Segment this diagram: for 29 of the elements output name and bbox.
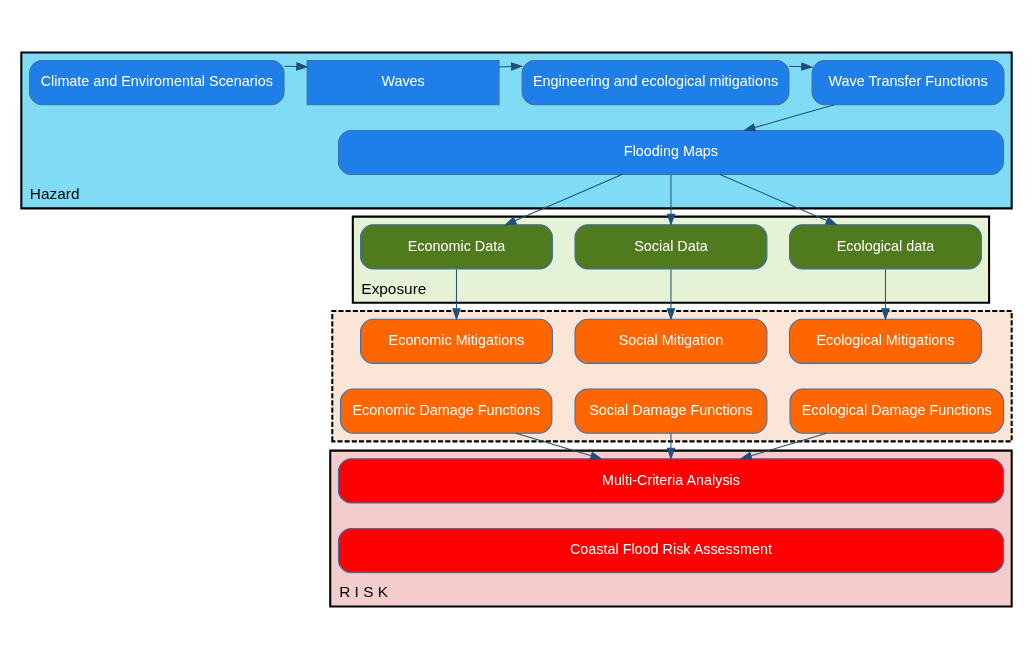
arrow bbox=[666, 432, 675, 461]
node-box: Coastal Flood Risk Assessment bbox=[337, 528, 1004, 574]
node-box: Waves bbox=[306, 60, 500, 106]
arrow bbox=[742, 104, 835, 132]
node-box: Ecological Mitigations bbox=[788, 318, 982, 364]
arrow bbox=[666, 174, 675, 227]
arrow bbox=[788, 62, 813, 71]
node-box: Ecological data bbox=[788, 224, 982, 270]
node-box: Social Mitigation bbox=[574, 318, 767, 364]
node-box: Flooding Maps bbox=[337, 129, 1004, 176]
arrow bbox=[451, 268, 461, 321]
arrow bbox=[666, 268, 675, 321]
node-box: Multi-Criteria Analysis bbox=[337, 458, 1004, 504]
arrow bbox=[718, 174, 838, 226]
arrow bbox=[503, 174, 623, 226]
node-box: Social Data bbox=[574, 224, 767, 270]
arrow bbox=[880, 268, 890, 321]
arrow bbox=[739, 432, 827, 460]
node-box: Economic Data bbox=[359, 224, 553, 270]
arrow bbox=[498, 62, 523, 71]
node-box: Economic Mitigations bbox=[359, 318, 553, 364]
node-box: Economic Damage Functions bbox=[339, 388, 552, 434]
node-box: Social Damage Functions bbox=[574, 388, 767, 434]
arrow bbox=[283, 62, 309, 71]
node-box: Climate and Enviromental Scenarios bbox=[28, 60, 285, 106]
node-box: Wave Transfer Functions bbox=[811, 60, 1004, 106]
node-box: Ecological Damage Functions bbox=[789, 388, 1004, 434]
node-box: Engineering and ecological mitigations bbox=[521, 60, 789, 106]
arrow bbox=[515, 432, 603, 460]
